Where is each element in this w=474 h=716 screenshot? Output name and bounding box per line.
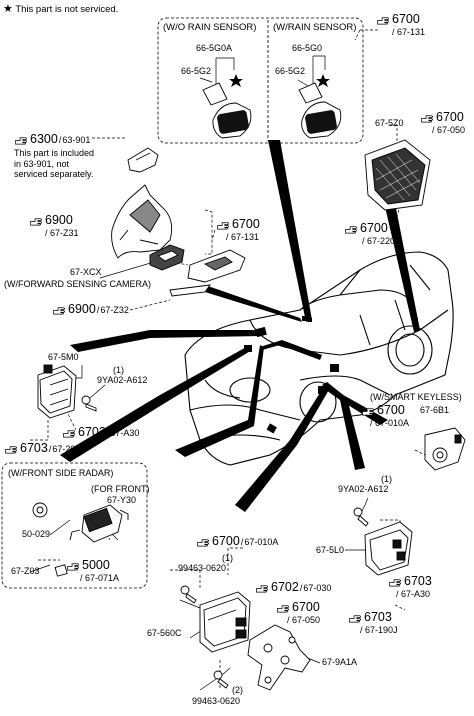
- ref-67-050-bottom: / 67-050: [287, 615, 321, 625]
- callout-6700-67-010a-right[interactable]: 6700: [361, 404, 405, 417]
- qty-1-b: (1): [381, 474, 392, 484]
- callout-6700-67-050[interactable]: 6700: [420, 111, 464, 124]
- qty-2: (2): [232, 685, 243, 695]
- callout-6700-67-131-top[interactable]: 6700: [376, 13, 420, 26]
- nut-50-029: [32, 502, 48, 518]
- part-67-560c: 67-560C: [147, 628, 182, 638]
- module-67-5z0: [364, 139, 431, 211]
- part-66-5g2-right: 66-5G2: [275, 66, 306, 76]
- part-66-5g0: 66-5G0: [292, 43, 323, 53]
- ref-67-220: / 67-220: [362, 236, 396, 246]
- callout-6700-67-220[interactable]: 6700: [344, 222, 388, 235]
- hand-pointer-icon: [4, 444, 18, 454]
- ref-67-050: / 67-050: [432, 125, 466, 135]
- callout-6700-67-050-bottom[interactable]: 6700: [276, 601, 320, 614]
- leader-wedges: [60, 140, 420, 512]
- part-9ya02-a612-b: 9YA02-A612: [338, 484, 389, 494]
- part-67-9a1a: 67-9A1A: [322, 657, 358, 667]
- hand-pointer-icon: [361, 406, 375, 416]
- hand-pointer-icon: [344, 224, 358, 234]
- ref-67-z31: / 67-Z31: [45, 228, 79, 238]
- bolt-9ya02-a612: [81, 395, 97, 412]
- hand-pointer-icon: [196, 537, 210, 547]
- for-front: (FOR FRONT): [91, 484, 150, 494]
- legend-text: This part is not serviced.: [15, 4, 119, 15]
- hand-pointer-icon: [29, 216, 43, 226]
- radar-group-box: [1, 462, 148, 589]
- wo-rain-sensor-label: (W/O RAIN SENSOR): [163, 22, 257, 33]
- callout-6703-67-190j[interactable]: 6703: [348, 611, 392, 624]
- bracket-67-9a1a: [247, 624, 311, 691]
- w-forward-sensing-camera: (W/FORWARD SENSING CAMERA): [4, 279, 152, 289]
- hand-pointer-icon: [276, 603, 290, 613]
- module-67-6b1: [424, 427, 466, 471]
- hand-pointer-icon: [420, 113, 434, 123]
- callout-6900-67-z31[interactable]: 6900: [29, 214, 73, 227]
- clip-67-z03: [54, 564, 68, 577]
- hand-pointer-icon: [348, 613, 362, 623]
- front-radar-67-y30: [69, 504, 129, 543]
- cover-part-6300: [127, 147, 159, 173]
- hand-pointer-icon: [388, 577, 402, 587]
- qty-1-a: (1): [113, 365, 124, 375]
- part-66-5g2-left: 66-5G2: [181, 66, 212, 76]
- part-99463-0620-a: 99463-0620: [178, 563, 227, 573]
- part-99463-0620-b: 99463-0620: [192, 696, 241, 706]
- legend: ★ This part is not serviced.: [3, 4, 118, 15]
- qty-1-c: (1): [222, 553, 233, 563]
- module-67-5m0: [37, 364, 77, 419]
- hand-pointer-icon: [66, 561, 80, 571]
- part-9ya02-a612-a: 9YA02-A612: [97, 375, 148, 385]
- callout-6703-67-a30[interactable]: 6703 / 67-A30: [62, 426, 139, 439]
- ref-67-190j: / 67-190J: [360, 625, 398, 635]
- hand-pointer-icon: [216, 220, 230, 230]
- hand-pointer-icon: [376, 15, 390, 25]
- callout-6700-67-131-mid[interactable]: 6700: [216, 218, 260, 231]
- w-smart-keyless: (W/SMART KEYLESS): [370, 392, 462, 402]
- mirror-cover-6900: [111, 184, 173, 259]
- note-6300: This part is included in 63-901, not ser…: [14, 148, 95, 179]
- callout-6703-67-a30-bottom[interactable]: 6703: [388, 575, 432, 588]
- part-67-y30: 67-Y30: [107, 495, 137, 505]
- hand-pointer-icon: [255, 583, 269, 593]
- ref-67-071a: / 67-071A: [80, 573, 120, 583]
- callout-5000-67-071a[interactable]: 5000: [66, 559, 110, 572]
- bracket-67-131: [169, 249, 246, 297]
- hand-pointer-icon: [62, 428, 76, 438]
- hand-pointer-icon: [14, 135, 28, 145]
- callout-6702-67-030[interactable]: 6702 / 67-030: [255, 581, 331, 594]
- ref-67-131-mid: / 67-131: [226, 232, 260, 242]
- part-67-5m0: 67-5M0: [48, 352, 79, 362]
- ref-67-131-top: / 67-131: [392, 27, 426, 37]
- callout-6300-63-901[interactable]: 6300 / 63-901: [14, 133, 90, 146]
- part-50-029: 50-029: [22, 529, 51, 539]
- hand-pointer-icon: [52, 305, 66, 315]
- callout-6900-67-z32[interactable]: 6900 / 67-Z32: [52, 303, 129, 316]
- star-icon: ★: [3, 3, 13, 15]
- w-rain-sensor-label: (W/RAIN SENSOR): [273, 22, 357, 33]
- part-67-6b1: 67-6B1: [420, 405, 450, 415]
- callout-6703-67-200d[interactable]: 6703 / 67-200D: [4, 442, 87, 455]
- part-67-5z0: 67-5Z0: [375, 118, 404, 128]
- w-front-side-radar: (W/FRONT SIDE RADAR): [8, 468, 114, 478]
- part-67-5l0: 67-5L0: [316, 545, 345, 555]
- module-67-5l0: [364, 521, 413, 576]
- callout-6700-67-010a-bottom[interactable]: 6700 / 67-010A: [196, 535, 278, 548]
- sensor-group-box: [157, 17, 364, 144]
- part-66-5g0a: 66-5G0A: [196, 43, 233, 53]
- ref-67-a30-bottom: / 67-A30: [396, 589, 431, 599]
- camera-67-xcx: [149, 244, 185, 271]
- part-67-xcx: 67-XCX: [70, 267, 102, 277]
- part-67-z03: 67-Z03: [11, 566, 40, 576]
- ref-67-010a-right: / 67-010A: [370, 418, 410, 428]
- module-67-560c: [199, 591, 251, 653]
